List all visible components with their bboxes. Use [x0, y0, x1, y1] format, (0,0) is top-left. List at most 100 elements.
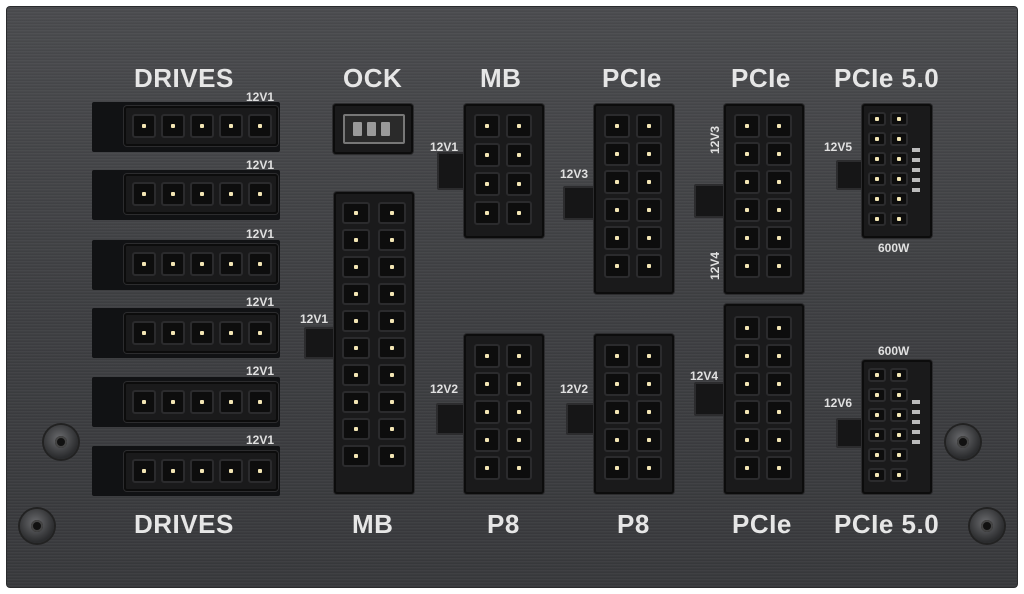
ock-port[interactable] [333, 104, 413, 154]
pin [734, 344, 760, 368]
pin [734, 114, 760, 138]
pin [342, 337, 370, 359]
pin [766, 372, 792, 396]
p8-a-label: P8 [487, 509, 520, 539]
pin [219, 252, 243, 276]
pin [248, 321, 272, 345]
p8-b-label: P8 [617, 509, 650, 539]
pin [506, 456, 532, 480]
pin [342, 391, 370, 413]
pin [161, 114, 185, 138]
mb-main-latch [304, 327, 338, 359]
pin [378, 364, 406, 386]
screw-right-middle-icon [946, 425, 980, 459]
pin [132, 321, 156, 345]
pin [890, 172, 908, 186]
pin [604, 372, 630, 396]
pin [161, 182, 185, 206]
mb-main-port[interactable] [334, 192, 414, 494]
pin [636, 372, 662, 396]
pin [378, 256, 406, 278]
ock-label: OCK [343, 63, 403, 93]
pcie-a-port[interactable] [594, 104, 674, 294]
pin [734, 316, 760, 340]
pin [636, 344, 662, 368]
pin [766, 344, 792, 368]
drive-5-rail: 12V1 [246, 364, 275, 378]
pcie-a-latch [563, 186, 599, 220]
mb-main-rail: 12V1 [300, 312, 329, 326]
pin [868, 468, 886, 482]
drive-port-6[interactable] [124, 451, 278, 491]
pin [868, 132, 886, 146]
pin [161, 390, 185, 414]
pin [604, 428, 630, 452]
pin [636, 198, 662, 222]
pin [219, 321, 243, 345]
pcie-b-port[interactable] [724, 104, 804, 294]
p8-b-port[interactable] [594, 334, 674, 494]
mb-small-rail: 12V1 [430, 140, 459, 154]
pin [636, 456, 662, 480]
pcie-bottom-rail: 12V4 [690, 369, 719, 383]
pin [890, 448, 908, 462]
mb-small-port[interactable] [464, 104, 544, 238]
pin [766, 226, 792, 250]
pin [474, 172, 500, 196]
pin [604, 170, 630, 194]
pin [342, 256, 370, 278]
screw-left-bottom-icon [20, 509, 54, 543]
drive-port-4[interactable] [124, 313, 278, 353]
sense-pins [912, 148, 920, 196]
pin [636, 428, 662, 452]
pin [734, 400, 760, 424]
pin [868, 152, 886, 166]
pin [868, 408, 886, 422]
pin [190, 321, 214, 345]
pin [378, 283, 406, 305]
pcie50-bottom-port[interactable] [862, 360, 932, 494]
pin [378, 337, 406, 359]
pcie-bottom-port[interactable] [724, 304, 804, 494]
drive-port-5[interactable] [124, 382, 278, 422]
pin [890, 192, 908, 206]
pin [868, 448, 886, 462]
pin [636, 170, 662, 194]
ock-pin [367, 122, 376, 136]
screw-right-bottom-icon [970, 509, 1004, 543]
pin [604, 226, 630, 250]
p8-a-rail: 12V2 [430, 382, 459, 396]
pin [474, 143, 500, 167]
pcie50-bottom-rating: 600W [878, 344, 910, 358]
pin [604, 344, 630, 368]
pcie-b-top-rail: 12V3 [708, 125, 722, 154]
pin [766, 316, 792, 340]
pin [868, 368, 886, 382]
pcie50-bottom-rail: 12V6 [824, 396, 853, 410]
drive-port-1[interactable] [124, 106, 278, 146]
pin [734, 428, 760, 452]
pin [868, 428, 886, 442]
pin [342, 229, 370, 251]
pcie50-top-port[interactable] [862, 104, 932, 238]
p8-a-port[interactable] [464, 334, 544, 494]
drive-port-3[interactable] [124, 244, 278, 284]
pin [636, 254, 662, 278]
pin [342, 310, 370, 332]
pin [636, 400, 662, 424]
pin [342, 202, 370, 224]
pin [868, 192, 886, 206]
pin [474, 400, 500, 424]
pin [190, 390, 214, 414]
drive-6-rail: 12V1 [246, 433, 275, 447]
pin [190, 252, 214, 276]
pin [474, 456, 500, 480]
pin [604, 114, 630, 138]
pin [378, 229, 406, 251]
pin [161, 252, 185, 276]
drive-port-2[interactable] [124, 174, 278, 214]
pin [766, 114, 792, 138]
pin [378, 202, 406, 224]
pin [890, 388, 908, 402]
pin [378, 310, 406, 332]
